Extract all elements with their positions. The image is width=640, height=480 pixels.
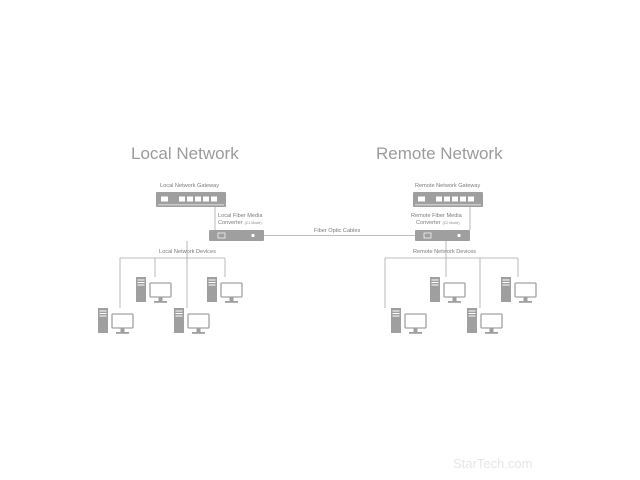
local-gateway-label: Local Network Gateway bbox=[160, 183, 219, 189]
remote-gateway-label: Remote Network Gateway bbox=[415, 183, 480, 189]
local-converter-mode: (C1 Mode) bbox=[245, 221, 262, 225]
local-workstation-4 bbox=[173, 307, 210, 335]
local-converter-label: Local Fiber Media Converter(C1 Mode) bbox=[218, 213, 263, 226]
local-converter-word: Converter bbox=[218, 220, 243, 226]
local-workstation-1 bbox=[135, 276, 172, 304]
remote-workstation-3 bbox=[390, 307, 427, 335]
remote-device-tree bbox=[384, 241, 519, 308]
startech-watermark: StarTech.com bbox=[453, 456, 532, 471]
local-gateway-device bbox=[156, 192, 226, 207]
remote-devices-label: Remote Network Devices bbox=[413, 249, 476, 255]
local-converter-label-line1: Local Fiber Media bbox=[218, 213, 263, 219]
remote-converter-word: Converter bbox=[416, 220, 441, 226]
local-workstation-2 bbox=[206, 276, 243, 304]
local-network-title: Local Network bbox=[131, 144, 239, 163]
remote-workstation-2 bbox=[500, 276, 537, 304]
remote-converter-label: Remote Fiber Media Converter(C2 Mode) bbox=[411, 213, 463, 226]
remote-gateway-device bbox=[413, 192, 483, 207]
local-workstation-3 bbox=[97, 307, 134, 335]
remote-converter-label-line2: Converter(C2 Mode) bbox=[416, 220, 460, 226]
remote-converter-mode: (C2 Mode) bbox=[443, 221, 460, 225]
remote-network-title: Remote Network bbox=[376, 144, 503, 163]
local-device-tree bbox=[119, 241, 226, 308]
remote-workstation-4 bbox=[466, 307, 503, 335]
fiber-optic-label: Fiber Optic Cables bbox=[314, 228, 361, 234]
remote-converter-label-line1: Remote Fiber Media bbox=[411, 213, 463, 219]
local-devices-label: Local Network Devices bbox=[159, 249, 216, 255]
local-converter-label-line2: Converter(C1 Mode) bbox=[218, 220, 262, 226]
remote-workstation-1 bbox=[429, 276, 466, 304]
local-converter-device bbox=[208, 229, 265, 242]
remote-converter-device bbox=[414, 229, 471, 242]
